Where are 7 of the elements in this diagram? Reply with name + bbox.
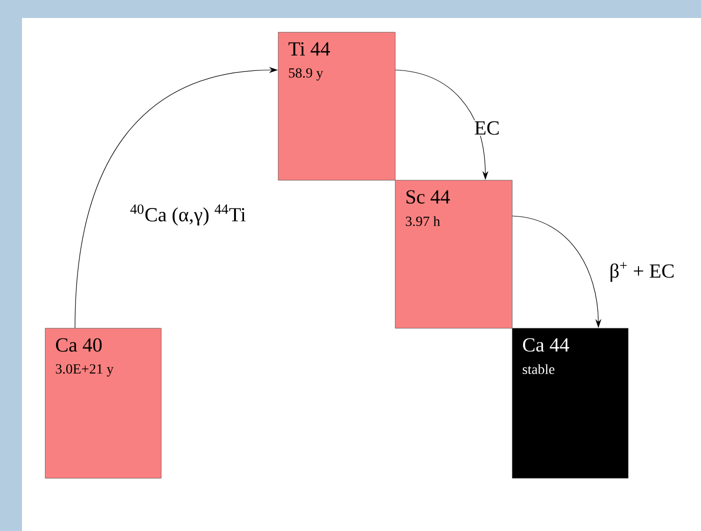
isotope-box: Sc 44 3.97 h — [395, 180, 512, 328]
isotope-box: Ca 44 stable — [512, 328, 628, 478]
isotope-box: Ti 44 58.9 y — [278, 32, 396, 180]
isotope-box: Ca 40 3.0E+21 y — [45, 328, 162, 478]
edge-label: β$^{+}$ + EC — [608, 261, 676, 283]
edge-label: $^{40}$Ca (α,γ) $^{44}$Ti — [129, 203, 247, 227]
edge-label: EC — [473, 120, 501, 136]
